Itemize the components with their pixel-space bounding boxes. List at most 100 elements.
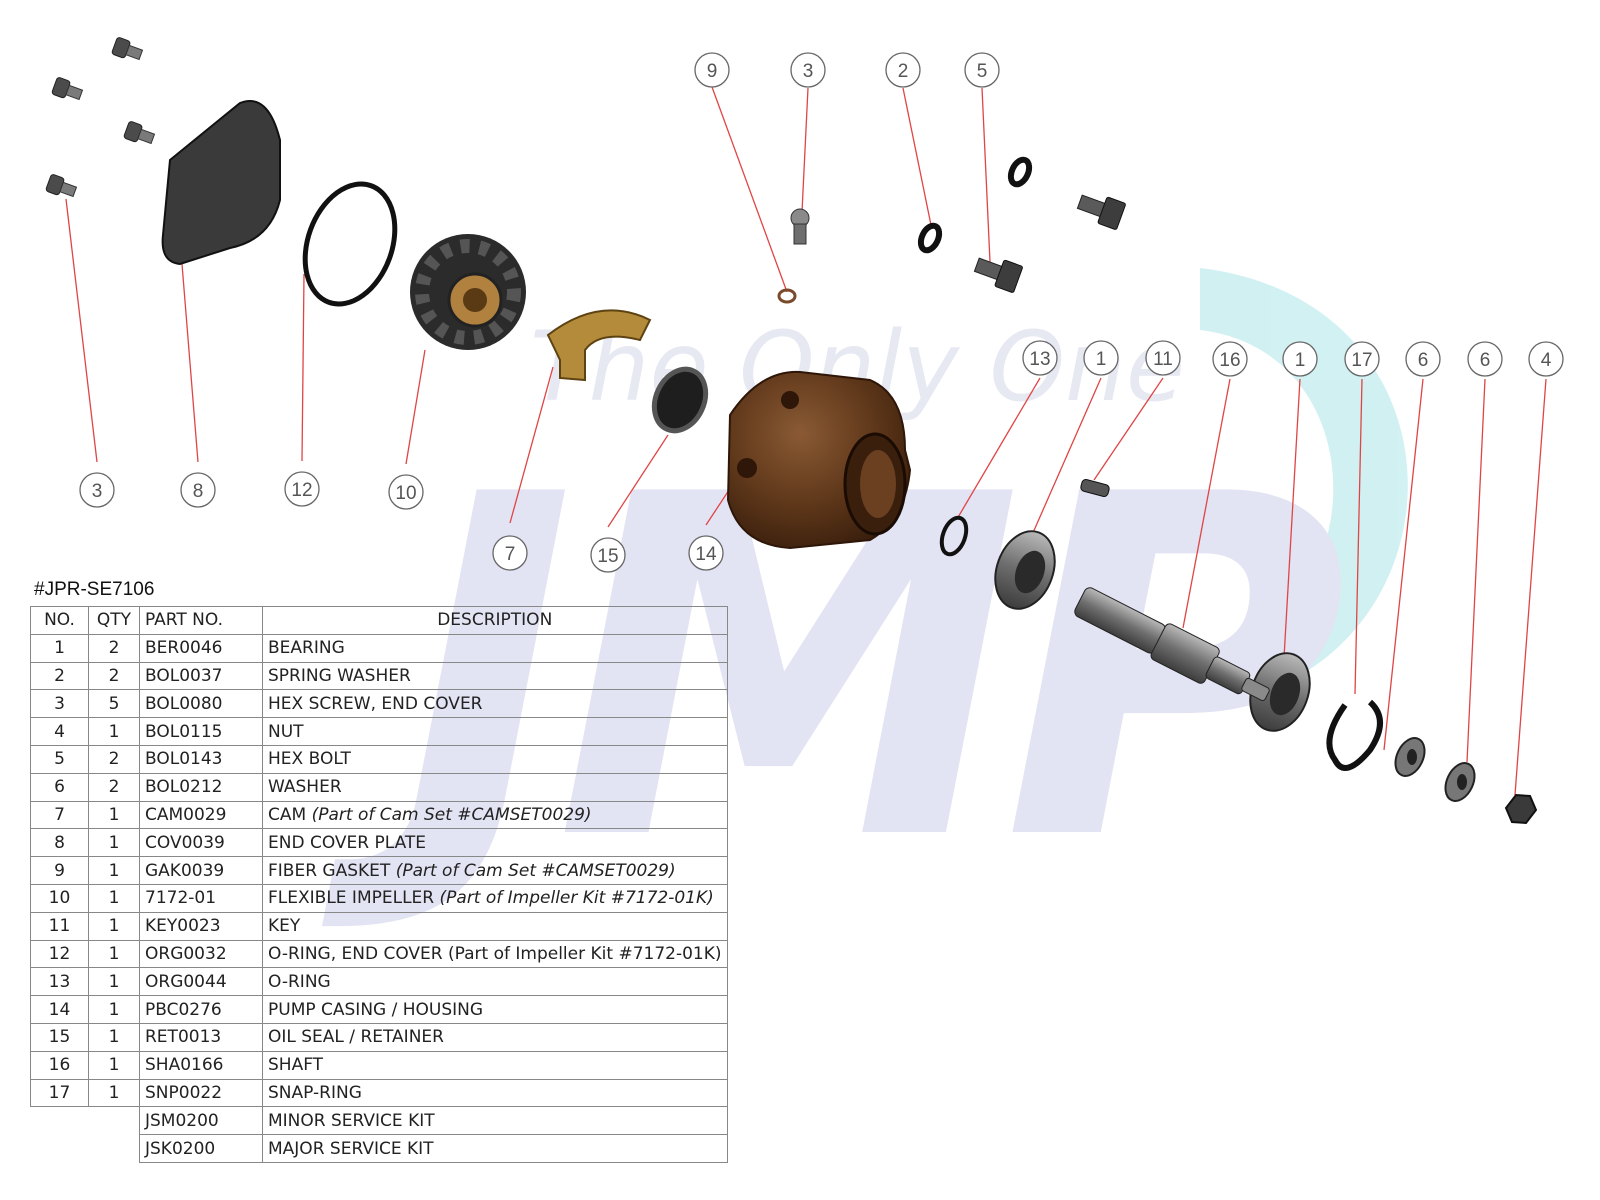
cell-part-no: GAK0039 (139, 856, 263, 885)
cell-qty: 1 (88, 1050, 140, 1080)
cell-part-no: BER0046 (139, 633, 263, 663)
cell-no: 8 (30, 828, 89, 858)
cell-part-no: PBC0276 (139, 995, 263, 1024)
leader-lines (65, 86, 1547, 796)
callout-label: 10 (395, 483, 416, 504)
cell-description: SPRING WASHER (262, 661, 728, 691)
callout-label: 7 (505, 544, 516, 565)
callout-10: 10 (388, 474, 424, 510)
cell-qty: 1 (88, 911, 140, 941)
cam (546, 309, 652, 382)
callout-label: 5 (977, 61, 988, 82)
callout-3: 3 (79, 472, 115, 508)
callout-1: 1 (1083, 340, 1119, 376)
callout-11: 11 (1145, 340, 1181, 376)
cell-description: O-RING (262, 967, 728, 997)
callout-6: 6 (1405, 341, 1441, 377)
callout-1: 1 (1282, 341, 1318, 377)
cell-description: MINOR SERVICE KIT (262, 1106, 728, 1136)
cell-part-no: CAM0029 (139, 800, 263, 830)
callout-5: 5 (964, 52, 1000, 88)
blank-cell (89, 1107, 140, 1135)
cell-part-no: BOL0143 (139, 744, 263, 774)
nut (1504, 793, 1538, 825)
cell-description: FIBER GASKET (Part of Cam Set #CAMSET002… (262, 856, 728, 885)
callout-8: 8 (180, 472, 216, 508)
cell-part-no: 7172-01 (139, 883, 263, 913)
cell-no: 3 (30, 689, 89, 719)
callout-label: 1 (1096, 349, 1107, 370)
description-text: FLEXIBLE IMPELLER (268, 888, 435, 909)
hex-bolt (1076, 194, 1126, 230)
header-description: DESCRIPTION (262, 606, 728, 635)
cell-part-no: SNP0022 (139, 1078, 263, 1108)
end-cover-plate (161, 100, 281, 266)
cell-description: WASHER (262, 772, 728, 802)
cell-qty: 1 (88, 1078, 140, 1108)
description-note: (Part of Impeller Kit #7172-01K) (439, 888, 714, 909)
shaft (1074, 587, 1270, 702)
callout-label: 15 (597, 546, 618, 567)
cell-description: MAJOR SERVICE KIT (262, 1134, 728, 1163)
description-text: HEX SCREW, END COVER (268, 693, 483, 714)
fiber-gasket (777, 288, 797, 304)
description-text: CAM (268, 804, 307, 825)
spring-washer (917, 222, 943, 254)
description-text: O-RING, END COVER (Part of Impeller Kit … (268, 943, 722, 964)
cell-no: 14 (30, 995, 89, 1024)
cell-part-no: JSM0200 (139, 1106, 263, 1136)
callout-label: 2 (898, 61, 909, 82)
cell-no: 5 (30, 744, 89, 774)
callout-6: 6 (1467, 341, 1503, 377)
o-ring (939, 515, 969, 557)
description-text: O-RING (268, 971, 331, 992)
parts-list: #JPR-SE7106 NO. QTY PART NO. DESCRIPTION… (30, 578, 765, 1163)
cell-part-no: COV0039 (139, 828, 263, 858)
description-text: SPRING WASHER (268, 665, 411, 686)
callout-label: 1 (1295, 350, 1306, 371)
cell-qty: 1 (88, 800, 140, 830)
description-text: OIL SEAL / RETAINER (268, 1027, 444, 1048)
cell-no: 6 (30, 772, 89, 802)
washer (1394, 737, 1426, 777)
table-header-row: NO. QTY PART NO. DESCRIPTION (30, 606, 728, 635)
cell-qty: 1 (88, 967, 140, 997)
callout-12: 12 (284, 471, 320, 507)
callout-label: 6 (1480, 350, 1491, 371)
description-text: NUT (268, 721, 304, 742)
callout-label: 8 (193, 481, 204, 502)
cell-no: 2 (30, 661, 89, 691)
cell-qty: 2 (88, 633, 140, 663)
callout-label: 16 (1219, 350, 1240, 371)
cell-description: SNAP-RING (262, 1078, 728, 1108)
cell-part-no: SHA0166 (139, 1050, 263, 1080)
cell-no: 13 (30, 967, 89, 997)
header-no: NO. (30, 606, 89, 635)
cell-qty: 1 (88, 828, 140, 858)
callout-15: 15 (590, 537, 626, 573)
cell-description: FLEXIBLE IMPELLER (Part of Impeller Kit … (262, 883, 728, 913)
callout-4: 4 (1528, 341, 1564, 377)
cell-qty: 2 (88, 772, 140, 802)
cell-description: NUT (262, 717, 728, 746)
cell-qty: 1 (88, 856, 140, 885)
description-text: BEARING (268, 638, 345, 659)
hex-bolt (973, 257, 1023, 293)
pump-housing (726, 370, 912, 550)
key (1080, 478, 1110, 498)
callout-label: 13 (1029, 349, 1050, 370)
callout-7: 7 (492, 535, 528, 571)
blank-cell (89, 1135, 140, 1163)
callout-label: 14 (695, 544, 717, 565)
callout-label: 4 (1541, 350, 1552, 371)
